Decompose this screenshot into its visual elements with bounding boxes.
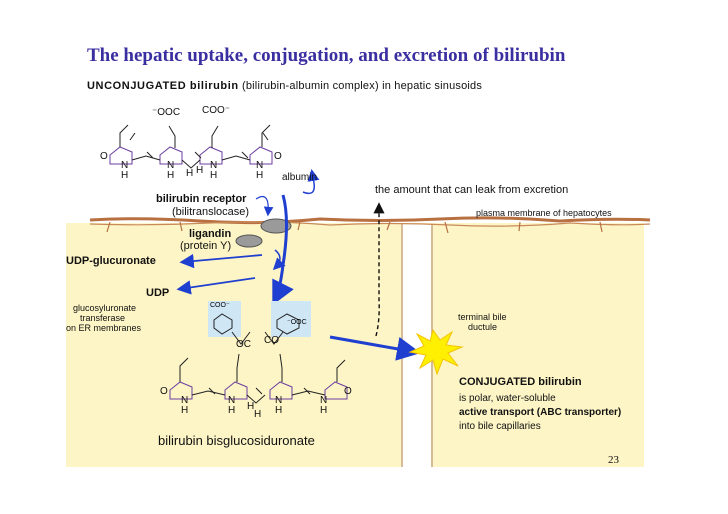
hydrogen-label: H xyxy=(275,405,283,416)
hydrogen-label: H xyxy=(186,168,194,179)
carboxylate-left-label: ⁻OOC xyxy=(152,107,181,118)
albumin-label: albumin xyxy=(282,172,318,183)
nitrogen-label: N xyxy=(121,160,129,171)
conjugated-bilirubin-structure xyxy=(169,353,348,404)
hydrogen-label: H xyxy=(254,409,262,420)
plasma-membrane xyxy=(89,216,651,234)
conjugated-line2: active transport (ABC transporter) xyxy=(459,407,622,418)
page-number: 23 xyxy=(608,454,619,466)
oxygen-left-label: O xyxy=(160,386,168,397)
slide-title: The hepatic uptake, conjugation, and exc… xyxy=(87,45,566,66)
hydrogen-label: H xyxy=(247,401,255,412)
transport-arrows xyxy=(176,169,421,361)
leak-arrow xyxy=(373,202,385,337)
nitrogen-label: N xyxy=(181,395,189,406)
ligandin-label: ligandin xyxy=(189,228,232,240)
unconjugated-bilirubin-structure xyxy=(109,124,273,169)
nitrogen-label: N xyxy=(228,395,236,406)
hydrogen-label: H xyxy=(256,170,264,181)
hydrogen-label: H xyxy=(121,170,129,181)
hydrogen-label: H xyxy=(320,405,328,416)
ester-oc-label: OC xyxy=(236,339,251,350)
oxygen-right-label: O xyxy=(274,151,282,162)
oxygen-right-label: O xyxy=(344,386,352,397)
bilirubin-receptor-protein xyxy=(260,218,292,234)
nitrogen-label: N xyxy=(320,395,328,406)
udp-glucuronate-label: UDP-glucuronate xyxy=(66,255,156,267)
hydrogen-label: H xyxy=(181,405,189,416)
ester-co-label: CO xyxy=(264,335,279,346)
conjugated-title: CONJUGATED bilirubin xyxy=(459,376,582,388)
hydrogen-label: H xyxy=(210,170,218,181)
bile-canaliculus-star xyxy=(408,328,464,376)
subtitle-bold: UNCONJUGATED bilirubin xyxy=(87,80,239,92)
udp-label: UDP xyxy=(146,287,170,299)
subtitle: UNCONJUGATED bilirubin (bilirubin-albumi… xyxy=(87,80,482,92)
nitrogen-label: N xyxy=(167,160,175,171)
nitrogen-label: N xyxy=(210,160,218,171)
conjugated-line3: into bile capillaries xyxy=(459,421,541,432)
subtitle-rest: (bilirubin-albumin complex) in hepatic s… xyxy=(238,80,483,92)
terminal-ductule-line2: ductule xyxy=(468,322,498,332)
conjugated-line1: is polar, water-soluble xyxy=(459,393,556,404)
enzyme-label-line1: glucosyluronate xyxy=(73,303,137,313)
carboxylate-right-label: COO⁻ xyxy=(202,105,231,116)
ligandin-protein xyxy=(235,234,263,248)
membrane-label: plasma membrane of hepatocytes xyxy=(476,208,612,218)
hydrogen-label: H xyxy=(228,405,236,416)
enzyme-label-line3: on ER membranes xyxy=(66,323,142,333)
nitrogen-label: N xyxy=(256,160,264,171)
leak-note: the amount that can leak from excretion xyxy=(375,184,569,196)
hydrogen-label: H xyxy=(167,170,175,181)
oxygen-left-label: O xyxy=(100,151,108,162)
enzyme-label-line2: transferase xyxy=(80,313,126,323)
nitrogen-label: N xyxy=(275,395,283,406)
receptor-label: bilirubin receptor xyxy=(156,193,247,205)
receptor-alt-label: (bilitranslocase) xyxy=(172,206,250,218)
hydrogen-label: H xyxy=(196,165,204,176)
bisglucosiduronate-label: bilirubin bisglucosiduronate xyxy=(158,433,315,448)
sugar-carboxylate-label: COO⁻ xyxy=(210,302,230,309)
hepatocyte-area xyxy=(66,223,644,467)
terminal-ductule-line1: terminal bile xyxy=(458,312,507,322)
glucuronide-rings xyxy=(208,301,311,345)
protein-y-label: (protein Y) xyxy=(180,240,232,252)
sugar-carboxylate-label: ⁻OOC xyxy=(287,319,307,326)
